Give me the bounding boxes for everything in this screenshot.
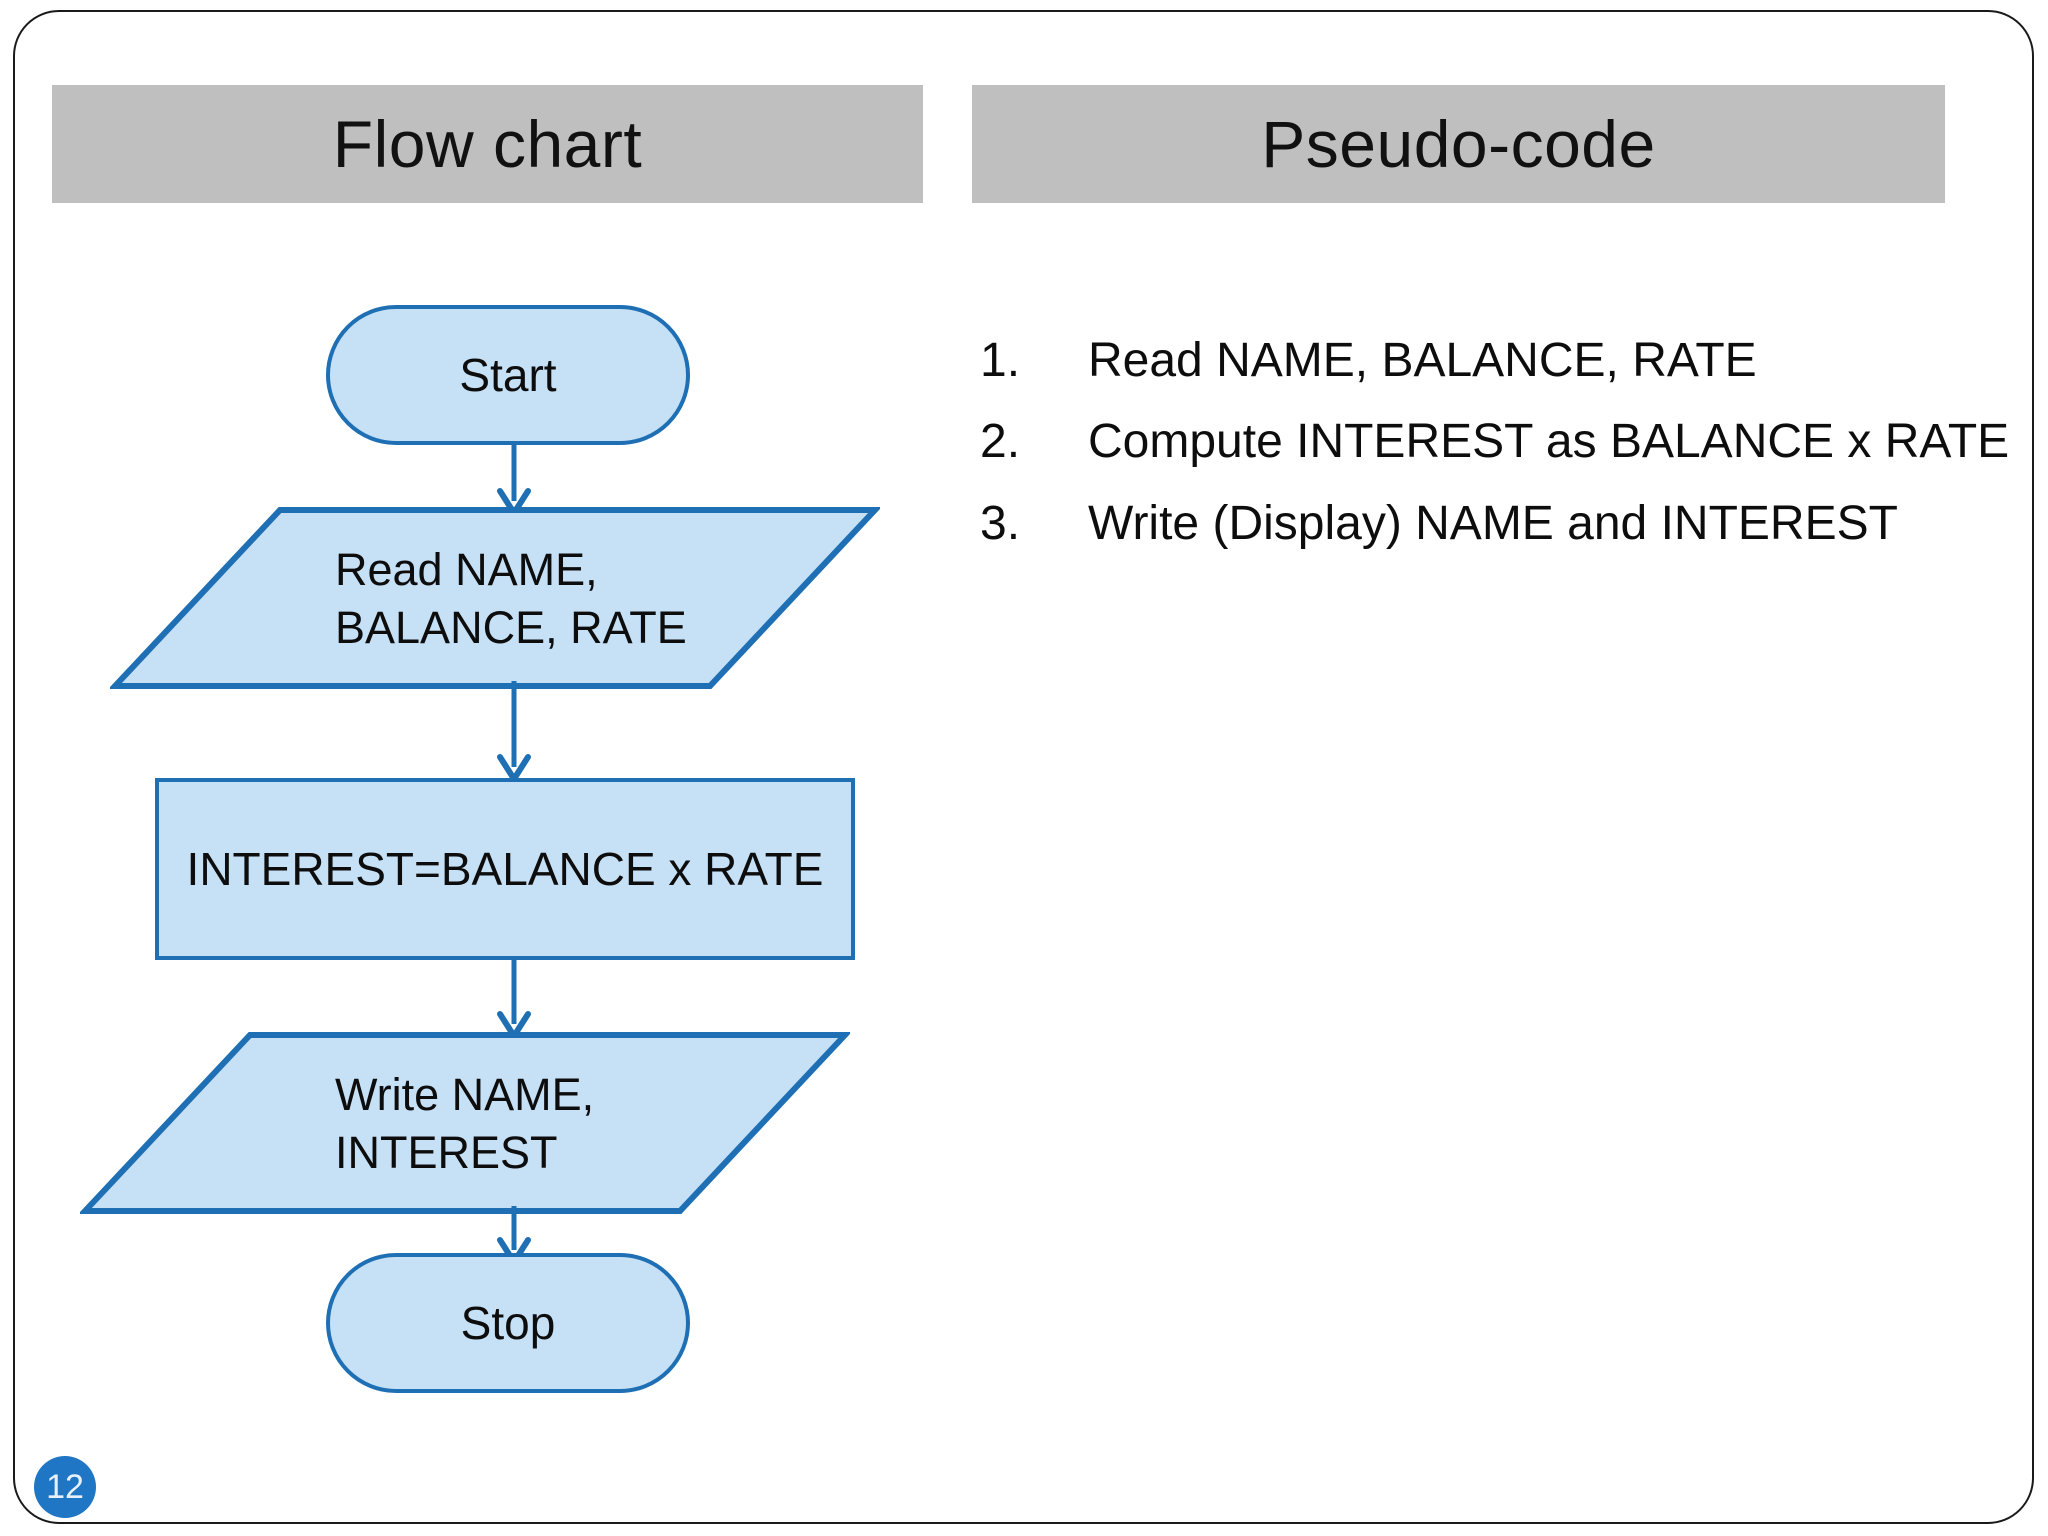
flow-node-write-label: Write NAME, INTEREST xyxy=(335,1069,595,1178)
flow-node-compute-label: INTEREST=BALANCE x RATE xyxy=(186,843,824,895)
flow-node-write: Write NAME, INTEREST xyxy=(80,1030,850,1216)
flowchart-diagram: Start Read NAME, BALANCE, RATE INTERE xyxy=(0,0,960,1536)
flow-node-read-label: Read NAME, BALANCE, RATE xyxy=(335,544,687,653)
page-number-badge: 12 xyxy=(34,1456,96,1518)
list-item-text: Write (Display) NAME and INTEREST xyxy=(1088,496,1898,550)
flowchart-title: Flow chart xyxy=(332,107,643,181)
column-header-flowchart: Flow chart xyxy=(52,85,923,203)
list-item-number: 3. xyxy=(980,496,1021,550)
pseudocode-title: Pseudo-code xyxy=(1261,107,1656,181)
list-item-number: 2. xyxy=(980,415,1021,469)
flow-node-start: Start xyxy=(326,305,690,445)
flow-node-stop-label: Stop xyxy=(460,1297,556,1349)
page-number-text: 12 xyxy=(46,1468,84,1506)
list-item-number: 1. xyxy=(980,334,1021,387)
flow-node-read: Read NAME, BALANCE, RATE xyxy=(110,505,880,691)
flow-node-compute: INTEREST=BALANCE x RATE xyxy=(155,778,855,960)
column-header-pseudocode: Pseudo-code xyxy=(972,85,1945,203)
list-item-text: Read NAME, BALANCE, RATE xyxy=(1088,334,1757,387)
list-item-text: Compute INTEREST as BALANCE x RATE xyxy=(1088,415,2010,469)
pseudocode-list: 1. Read NAME, BALANCE, RATE 2. Compute I… xyxy=(980,330,2020,574)
flow-edge-compute-to-write xyxy=(490,958,538,1038)
flow-edge-read-to-compute xyxy=(490,681,538,781)
list-item: 3. Write (Display) NAME and INTEREST xyxy=(980,493,2020,554)
flow-node-stop: Stop xyxy=(326,1253,690,1393)
list-item: 2. Compute INTEREST as BALANCE x RATE xyxy=(980,411,2020,472)
list-item: 1. Read NAME, BALANCE, RATE xyxy=(980,330,2020,391)
flow-node-start-label: Start xyxy=(459,349,557,401)
